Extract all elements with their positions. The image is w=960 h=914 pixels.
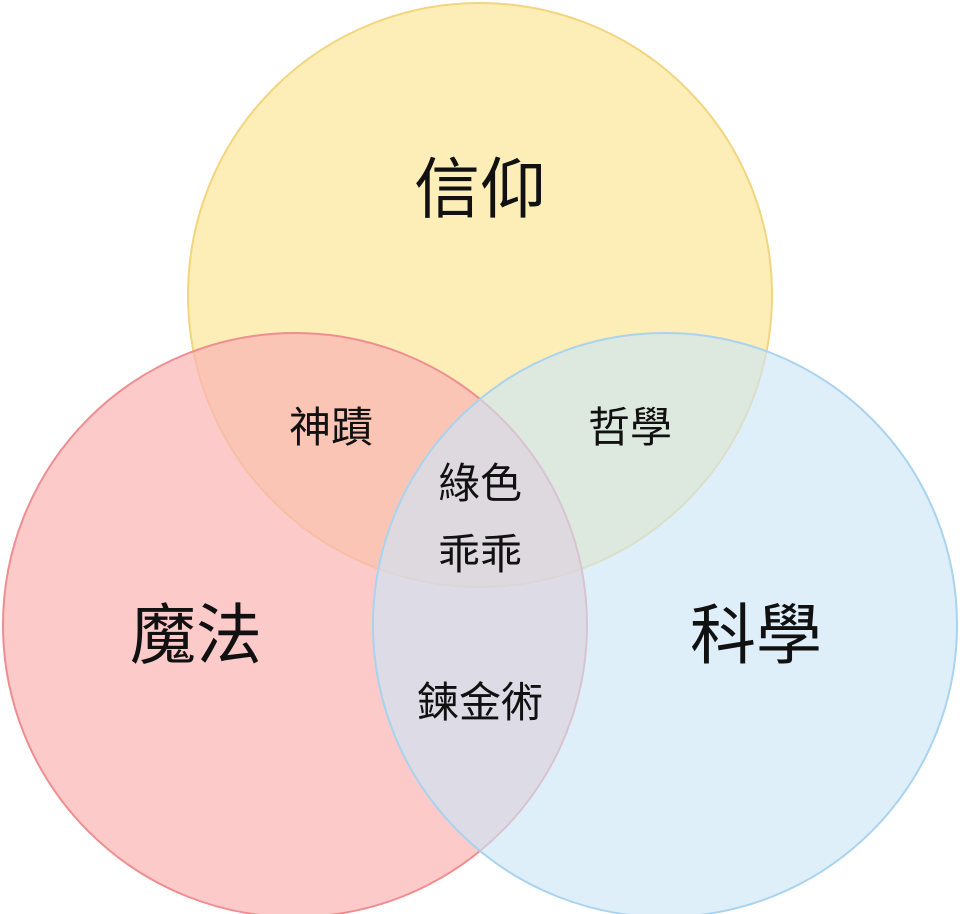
faith-magic-label: 神蹟 — [289, 403, 373, 452]
center-label-line1: 綠色 — [438, 459, 522, 508]
faith-label: 信仰 — [414, 151, 546, 228]
magic-label: 魔法 — [130, 597, 262, 674]
science-label: 科學 — [690, 597, 822, 674]
center-label-line2: 乖乖 — [438, 530, 522, 579]
faith-science-label: 哲學 — [588, 403, 672, 452]
science-circle — [372, 332, 958, 914]
magic-science-label: 鍊金術 — [417, 678, 543, 727]
